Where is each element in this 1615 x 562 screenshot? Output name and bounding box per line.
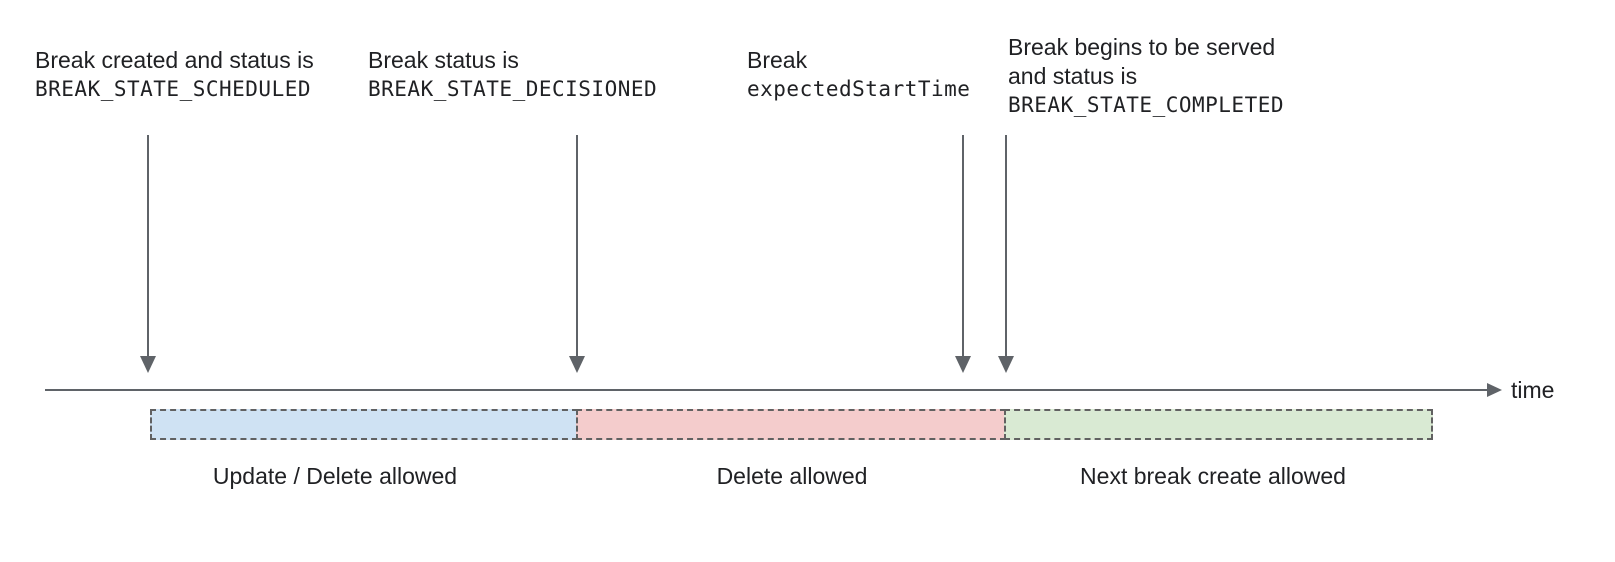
annotation-decisioned-text: Break status is — [368, 47, 519, 73]
arrow-down-icon — [569, 356, 585, 373]
event-arrow-expected-start-time — [955, 135, 971, 373]
arrow-shaft — [962, 135, 964, 359]
segment-next-break-create-allowed — [1004, 409, 1433, 440]
arrow-shaft — [576, 135, 578, 359]
annotation-scheduled-code: BREAK_STATE_SCHEDULED — [35, 77, 312, 101]
annotation-completed-code: BREAK_STATE_COMPLETED — [1008, 93, 1285, 117]
event-arrow-completed — [998, 135, 1014, 373]
annotation-completed: Break begins to be served and status is … — [1008, 33, 1284, 120]
annotation-decisioned-code: BREAK_STATE_DECISIONED — [368, 77, 658, 101]
annotation-completed-text-line1: Break begins to be served — [1008, 34, 1276, 60]
annotation-completed-text-line2: and status is — [1008, 63, 1138, 89]
time-axis-label: time — [1511, 377, 1555, 403]
arrow-shaft — [1005, 135, 1007, 359]
annotation-expected-start-time-code: expectedStartTime — [747, 77, 971, 101]
annotation-scheduled-text: Break created and status is — [35, 47, 314, 73]
segment-delete-allowed — [576, 409, 1006, 440]
segment-label-next-break-create-allowed: Next break create allowed — [1080, 463, 1346, 489]
segment-label-delete-allowed: Delete allowed — [716, 463, 868, 489]
arrow-down-icon — [140, 356, 156, 373]
event-arrow-scheduled — [140, 135, 156, 373]
annotation-scheduled: Break created and status is BREAK_STATE_… — [35, 46, 314, 104]
annotation-expected-start-time: Break expectedStartTime — [747, 46, 970, 104]
arrow-down-icon — [998, 356, 1014, 373]
arrow-shaft — [147, 135, 149, 359]
annotation-expected-start-time-text: Break — [747, 47, 808, 73]
segment-label-update-delete-allowed: Update / Delete allowed — [212, 463, 458, 489]
segment-update-delete-allowed — [150, 409, 578, 440]
arrow-right-icon — [1487, 383, 1502, 397]
annotation-decisioned: Break status is BREAK_STATE_DECISIONED — [368, 46, 657, 104]
event-arrow-decisioned — [569, 135, 585, 373]
time-axis-line — [45, 389, 1489, 391]
arrow-down-icon — [955, 356, 971, 373]
